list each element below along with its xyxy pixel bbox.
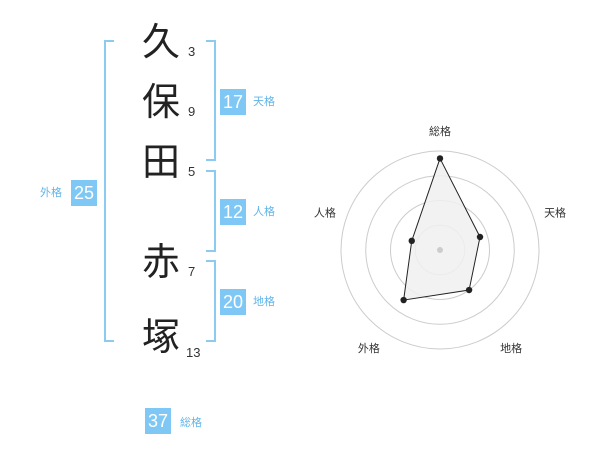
name-char-5: 塚 [141, 315, 180, 359]
radar-ring-4 [340, 150, 540, 350]
stroke-count-2: 9 [188, 104, 196, 119]
stroke-count-5: 13 [186, 345, 201, 360]
radar-axis-label-5: 人格 [314, 206, 336, 220]
radar-point-4 [400, 296, 407, 304]
gaikaku-bracket [104, 40, 114, 342]
radar-point-5 [408, 237, 415, 245]
name-char-1: 久 [141, 20, 180, 64]
soukaku-score: 37 [145, 408, 171, 434]
radar-point-2 [476, 233, 484, 241]
radar-axis-label-1: 総格 [429, 124, 451, 138]
chikaku-label: 地格 [253, 295, 275, 308]
tenkaku-label: 天格 [253, 95, 275, 108]
tenkaku-score: 17 [220, 89, 246, 115]
stroke-count-3: 5 [188, 164, 196, 179]
name-char-3: 田 [141, 140, 180, 184]
gaikaku-score: 25 [71, 180, 97, 206]
name-char-4: 赤 [141, 240, 180, 284]
stroke-count-4: 7 [188, 264, 196, 279]
jinkaku-bracket [206, 170, 216, 252]
chikaku-bracket [206, 260, 216, 342]
soukaku-label: 総格 [180, 416, 202, 429]
radar-center [437, 247, 443, 253]
radar-area [403, 157, 481, 301]
jinkaku-label: 人格 [253, 205, 275, 218]
tenkaku-bracket [206, 40, 216, 161]
radar-axis-label-2: 天格 [544, 206, 566, 220]
radar-axis-label-4: 外格 [358, 341, 380, 355]
stroke-count-1: 3 [188, 44, 196, 59]
radar-point-1 [436, 155, 444, 162]
chikaku-score: 20 [220, 289, 246, 315]
radar-axis-label-3: 地格 [500, 341, 522, 355]
name-char-2: 保 [141, 80, 180, 124]
gaikaku-label: 外格 [40, 186, 62, 199]
radar-point-3 [465, 286, 473, 294]
jinkaku-score: 12 [220, 199, 246, 225]
